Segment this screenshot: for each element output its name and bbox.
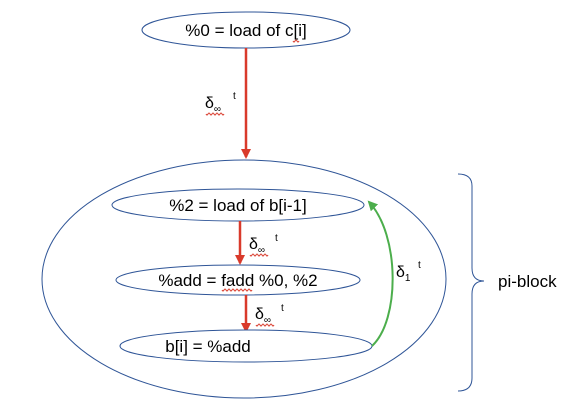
svg-text:δ1: δ1 xyxy=(396,264,411,284)
spellcheck-underline xyxy=(255,323,275,327)
node-fadd: %add = fadd %0, %2 xyxy=(115,264,361,296)
edge-label-symbol: δ xyxy=(249,236,258,253)
spellcheck-underline xyxy=(221,288,253,292)
svg-text:δ∞: δ∞ xyxy=(255,306,271,326)
edge-label-superscript: t xyxy=(233,91,236,102)
node-store-b-label: b[i] = %add xyxy=(165,337,251,356)
edge-label-symbol: δ xyxy=(396,264,405,281)
svg-text:δ∞: δ∞ xyxy=(205,95,221,115)
edge-label-load-b: δ∞ t xyxy=(249,233,278,257)
spellcheck-underline xyxy=(249,253,269,257)
edge-label-superscript: t xyxy=(418,260,421,271)
edge-label-subscript: 1 xyxy=(405,273,411,284)
node-load-c: %0 = load of c[i] xyxy=(141,11,351,49)
node-store-b: b[i] = %add xyxy=(119,329,373,363)
pi-block-label: pi-block xyxy=(498,272,557,291)
edge-label-subscript: ∞ xyxy=(258,245,265,256)
edge-label-subscript: ∞ xyxy=(214,104,221,115)
edge-label-superscript: t xyxy=(281,303,284,314)
edge-label-store-b: δ1 t xyxy=(396,260,421,284)
node-fadd-label: %add = fadd %0, %2 xyxy=(158,271,317,290)
svg-text:δ∞: δ∞ xyxy=(249,236,265,256)
edge-store-b-to-load-b xyxy=(367,200,394,347)
node-load-c-label: %0 = load of c[i] xyxy=(185,21,306,40)
edge-label-symbol: δ xyxy=(205,95,214,112)
edge-label-load-c: δ∞ t xyxy=(205,91,236,116)
node-load-b-label: %2 = load of b[i-1] xyxy=(169,196,307,215)
spellcheck-underline xyxy=(292,39,300,43)
edge-label-subscript: ∞ xyxy=(264,315,271,326)
pi-block-brace-icon xyxy=(457,173,485,392)
edge-label-symbol: δ xyxy=(255,306,264,323)
edge-label-fadd: δ∞ t xyxy=(255,303,284,327)
spellcheck-underline xyxy=(205,112,225,116)
pi-block-container xyxy=(41,159,447,399)
node-load-b: %2 = load of b[i-1] xyxy=(111,188,365,222)
edge-label-superscript: t xyxy=(275,233,278,244)
